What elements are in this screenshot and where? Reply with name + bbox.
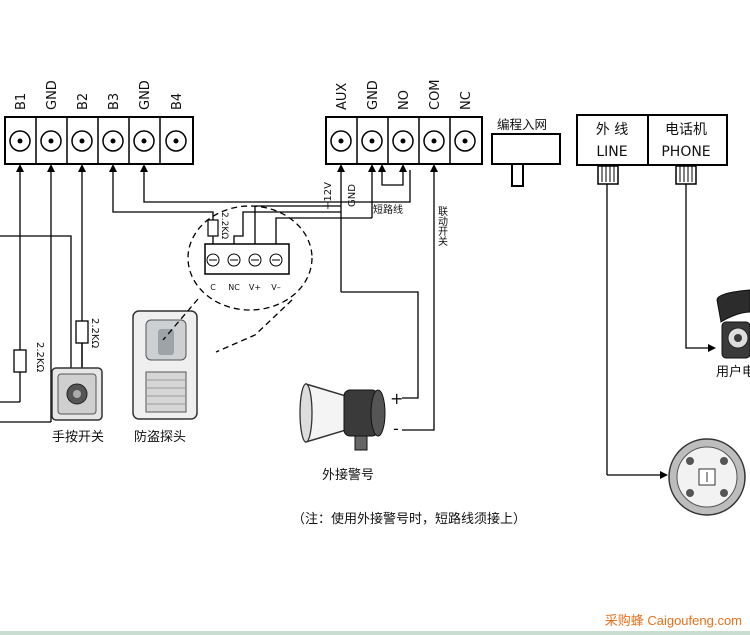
resistor-b2: 2.2KΩ <box>75 318 100 348</box>
siren-plus: + <box>390 389 403 408</box>
right-terminal-block: AUX GND NO COM NC <box>325 79 483 165</box>
footnote: （注：使用外接警号时，短路线须接上） <box>292 511 526 527</box>
user-phone: 用户电 <box>716 289 750 380</box>
terminal-gnd-2 <box>133 117 161 164</box>
terminal-label-gnd-2: GND <box>138 80 153 110</box>
wall-socket <box>668 438 746 516</box>
program-port-label: 编程入网 <box>497 117 547 132</box>
line-label-en: LINE <box>596 144 627 160</box>
wire-label-12v: +12V <box>323 182 334 210</box>
terminal-label-b1: B1 <box>14 93 29 110</box>
siren: + - 外接警号 <box>299 382 403 483</box>
terminal-label-gnd-1: GND <box>45 80 60 110</box>
rj11-jack-line <box>597 165 619 185</box>
terminal-label-b3: B3 <box>107 93 122 110</box>
terminal-no <box>392 117 420 164</box>
terminal-b2 <box>71 117 99 164</box>
right-wires <box>337 164 716 479</box>
user-phone-label: 用户电 <box>716 364 750 380</box>
terminal-b3 <box>102 117 130 164</box>
wire-label-gnd: GND <box>347 184 358 207</box>
bottom-border <box>0 631 750 635</box>
terminal-label-no: NO <box>397 90 412 110</box>
phone-label-en: PHONE <box>661 144 710 160</box>
terminal-com <box>423 117 451 164</box>
detector-terminal-c: C <box>210 283 216 292</box>
wire-label-linkage: 联动开关 <box>436 206 448 247</box>
terminal-gnd-1 <box>40 117 68 164</box>
program-port: 编程入网 <box>491 117 561 187</box>
terminal-gnd-3 <box>361 117 389 164</box>
detector-resistor-label: 2.2KΩ <box>219 212 229 239</box>
line-phone-box: 外 线 LINE 电话机 PHONE <box>576 114 728 185</box>
detector-terminal-vplus: V+ <box>249 283 261 292</box>
left-terminal-block: B1 GND B2 B3 GND B4 <box>4 80 194 165</box>
detector-terminal-detail: C NC V+ V– 2.2KΩ <box>162 205 372 353</box>
rj11-jack-phone <box>675 165 697 185</box>
detector-terminal-vminus: V– <box>271 283 280 292</box>
line-label-cn: 外 线 <box>596 122 628 138</box>
terminal-label-b4: B4 <box>170 93 185 110</box>
pir-detector: 防盗探头 <box>132 310 198 445</box>
panic-button: 手按开关 <box>51 343 104 445</box>
wire-label-short: 短路线 <box>373 203 403 216</box>
terminal-nc <box>454 130 476 152</box>
terminal-b4 <box>165 130 187 152</box>
terminal-label-b2: B2 <box>76 93 91 110</box>
phone-label-cn: 电话机 <box>665 122 707 138</box>
terminal-label-com: COM <box>428 79 443 110</box>
watermark: 采购蜂 Caigoufeng.com <box>604 613 742 628</box>
terminal-aux <box>330 117 358 164</box>
terminal-label-gnd-3: GND <box>366 80 381 110</box>
panic-button-label: 手按开关 <box>52 430 104 445</box>
resistor-b2-label: 2.2KΩ <box>89 318 100 348</box>
siren-minus: - <box>393 419 399 438</box>
detector-terminal-nc: NC <box>228 283 240 292</box>
terminal-b1 <box>9 117 37 164</box>
siren-label: 外接警号 <box>322 467 374 483</box>
resistor-b1-label: 2.2KΩ <box>34 342 45 372</box>
terminal-label-aux: AUX <box>335 83 350 110</box>
terminal-label-nc: NC <box>459 91 474 110</box>
resistor-b1: 2.2KΩ <box>13 342 45 373</box>
left-wires <box>0 164 411 423</box>
pir-detector-label: 防盗探头 <box>134 429 186 445</box>
